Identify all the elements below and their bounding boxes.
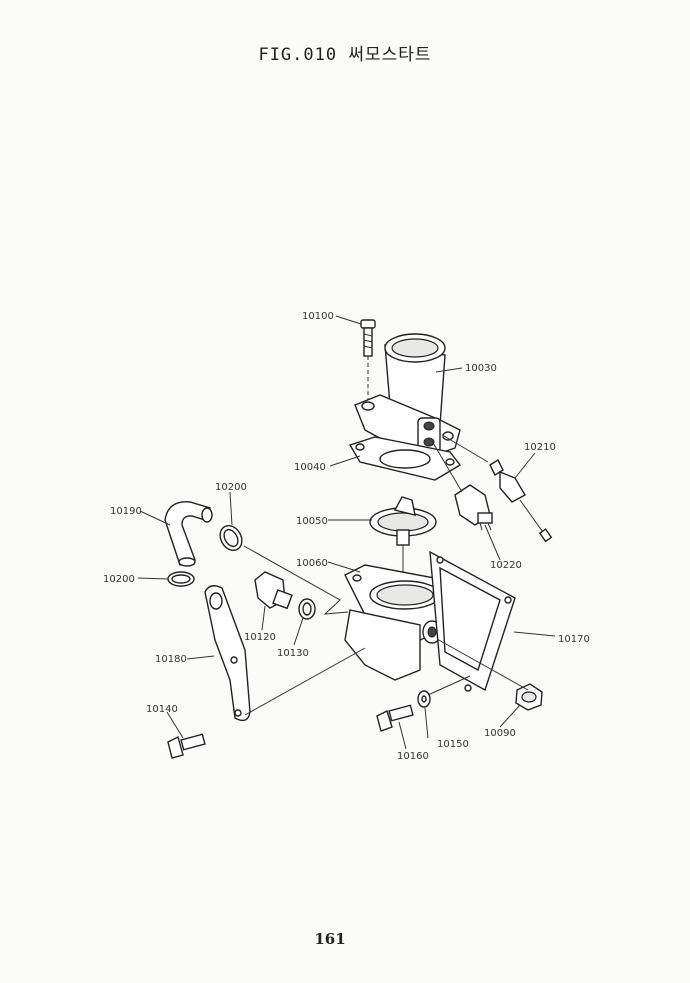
label-10200-lower: 10200 [103,574,135,585]
part-10190-hose [164,501,213,567]
label-10150: 10150 [437,739,469,750]
label-10030: 10030 [465,363,497,374]
label-10170: 10170 [558,634,590,645]
assembly-lines [243,545,529,716]
label-10200-upper: 10200 [215,482,247,493]
label-10120: 10120 [244,632,276,643]
part-10200-clamp-lower [167,571,195,587]
label-10190: 10190 [110,506,142,517]
label-10160: 10160 [397,751,429,762]
label-10050: 10050 [296,516,328,527]
label-10210: 10210 [524,442,556,453]
leader-lines [137,315,556,750]
part-labels: 10100 10030 10040 10210 10200 10190 1005… [103,311,590,762]
label-10180: 10180 [155,654,187,665]
label-10040: 10040 [294,462,326,473]
label-10140: 10140 [146,704,178,715]
label-10220: 10220 [490,560,522,571]
part-10050-thermostat [369,496,437,590]
part-10220-thermo-switch [431,440,493,531]
part-10100-bolt [360,319,376,402]
label-10100: 10100 [302,311,334,322]
part-10140-bolt [167,733,206,759]
part-10200-clamp-upper [219,524,243,552]
part-10180-bracket [204,585,251,722]
part-10170-gasket-plate [429,550,516,692]
page-number: 161 [314,930,346,948]
part-10150-washer [417,690,431,708]
part-10040-gasket [348,436,462,481]
part-10160-bolt [376,704,414,732]
label-10130: 10130 [277,648,309,659]
label-10060: 10060 [296,558,328,569]
part-10090-plug [515,683,543,711]
part-10030-thermostat-cover [354,333,461,461]
part-10120-plug [254,571,293,610]
figure-title: FIG.010 써모스타트 [258,45,432,65]
part-10210-sensor [443,435,553,543]
label-10090: 10090 [484,728,516,739]
part-10130-o-ring [298,598,316,620]
